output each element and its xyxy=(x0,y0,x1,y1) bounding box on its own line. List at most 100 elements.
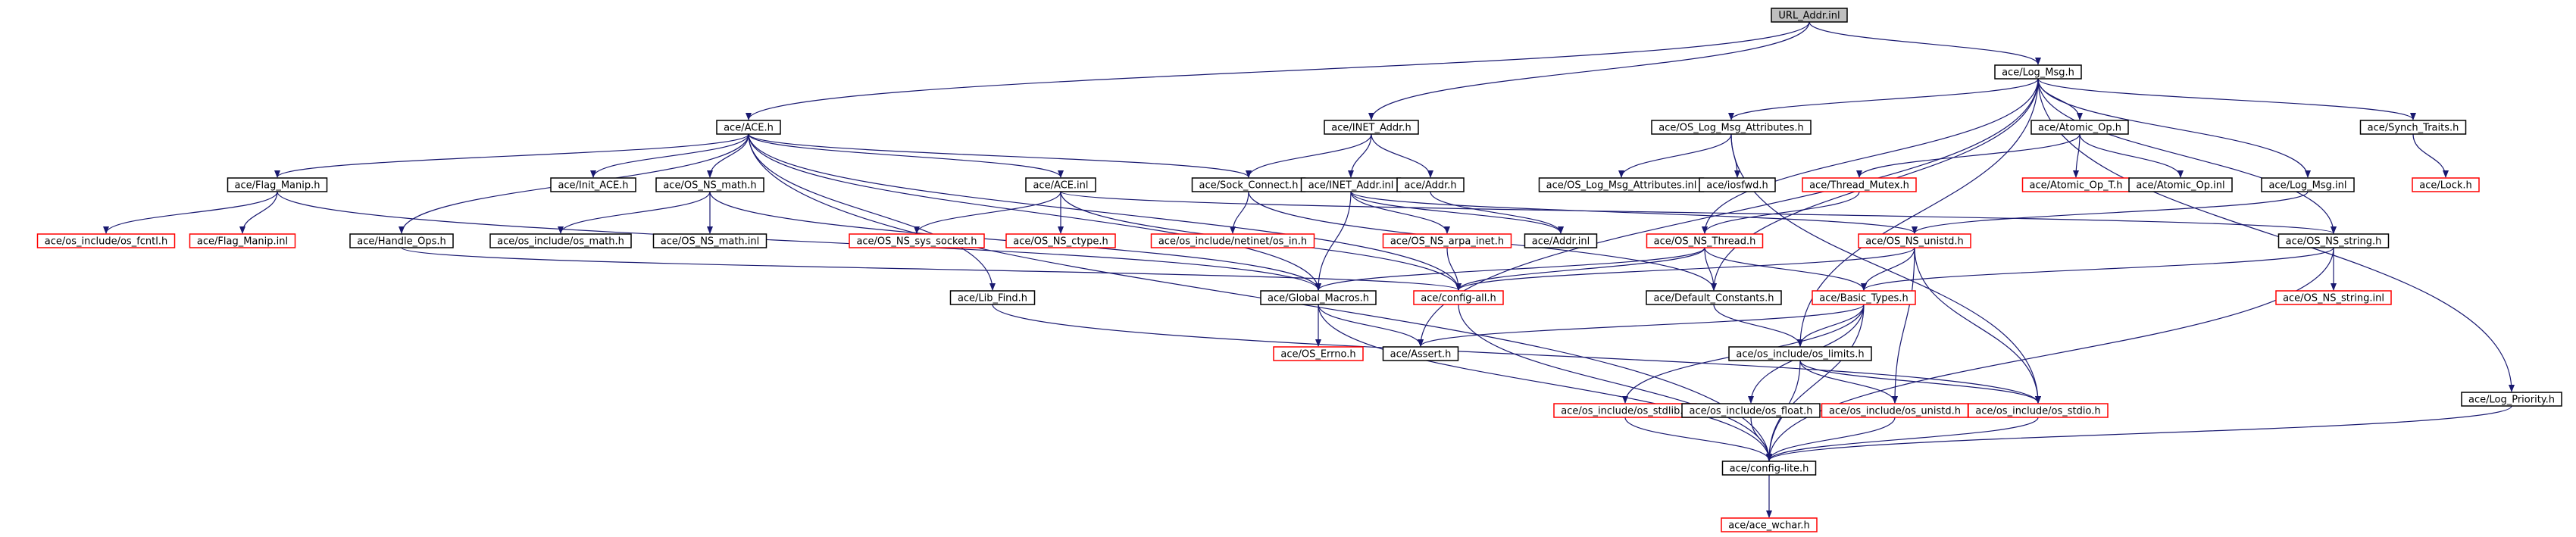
node-ace-addr-h[interactable]: ace/Addr.h xyxy=(1396,177,1465,192)
node-ace-addr-inl[interactable]: ace/Addr.inl xyxy=(1524,233,1598,248)
node-ace-log-priority-h[interactable]: ace/Log_Priority.h xyxy=(2461,392,2562,407)
dependency-arrow xyxy=(992,304,2041,404)
dependency-arrow xyxy=(1618,133,1732,178)
node-ace-iosfwd-h[interactable]: ace/iosfwd.h xyxy=(1699,177,1776,192)
node-box xyxy=(1681,403,1821,418)
node-ace-atomic-op-inl[interactable]: ace/Atomic_Op.inl xyxy=(2128,177,2233,192)
dependency-arrow xyxy=(2037,78,2337,234)
node-label: ace/Assert.h xyxy=(1390,349,1452,361)
node-label: ace/INET_Addr.h xyxy=(1331,123,1411,134)
node-ace-init-ace-h[interactable]: ace/Init_ACE.h xyxy=(550,177,636,192)
node-box xyxy=(652,233,767,248)
node-label: ace/OS_NS_math.h xyxy=(663,180,756,192)
node-ace-os-errno-h[interactable]: ace/OS_Errno.h xyxy=(1273,346,1364,361)
node-box xyxy=(1382,233,1512,248)
node-ace-os-log-msg-attributes-h[interactable]: ace/OS_Log_Msg_Attributes.h xyxy=(1651,120,1812,135)
dependency-arrow xyxy=(558,191,711,234)
node-box xyxy=(655,177,764,192)
node-ace-lib-find-h[interactable]: ace/Lib_Find.h xyxy=(949,290,1036,305)
node-box xyxy=(1802,177,1917,192)
node-box xyxy=(2277,233,2390,248)
dependency-arrow xyxy=(1368,21,1810,120)
dependency-arrow xyxy=(401,247,1462,291)
node-ace-os-log-msg-attributes-inl[interactable]: ace/OS_Log_Msg_Attributes.inl xyxy=(1538,177,1705,192)
node-ace-os-ns-thread-h[interactable]: ace/OS_NS_Thread.h xyxy=(1646,233,1764,248)
dependency-arrow xyxy=(1856,133,2080,178)
node-label: ace/os_include/netinet/os_in.h xyxy=(1158,236,1307,248)
node-ace-os-ns-string-inl[interactable]: ace/OS_NS_string.inl xyxy=(2275,290,2392,305)
dependency-arrow xyxy=(277,191,1321,291)
dependency-arrow xyxy=(1230,191,1249,234)
node-label: ace/Atomic_Op_T.h xyxy=(2030,180,2123,192)
node-ace-os-ns-math-h[interactable]: ace/OS_NS_math.h xyxy=(655,177,764,192)
node-label: ace/OS_Errno.h xyxy=(1280,349,1355,361)
node-ace-os-include-os-stdio-h[interactable]: ace/os_include/os_stdio.h xyxy=(1968,403,2109,418)
node-ace-os-ns-string-h[interactable]: ace/OS_NS_string.h xyxy=(2277,233,2390,248)
node-label: ace/Log_Priority.h xyxy=(2468,395,2555,406)
node-ace-inet-addr-inl[interactable]: ace/INET_Addr.inl xyxy=(1300,177,1402,192)
node-box xyxy=(1771,8,1848,23)
node-ace-os-include-os-float-h[interactable]: ace/os_include/os_float.h xyxy=(1681,403,1821,418)
node-ace-assert-h[interactable]: ace/Assert.h xyxy=(1382,346,1459,361)
dependency-arrow xyxy=(1350,191,1564,234)
node-label: ace/Basic_Types.h xyxy=(1819,293,1908,304)
node-ace-os-ns-arpa-inet-h[interactable]: ace/OS_NS_arpa_inet.h xyxy=(1382,233,1512,248)
node-ace-os-include-os-unistd-h[interactable]: ace/os_include/os_unistd.h xyxy=(1821,403,1969,418)
node-box xyxy=(1728,346,1872,361)
node-ace-lock-h[interactable]: ace/Lock.h xyxy=(2412,177,2480,192)
node-box xyxy=(550,177,636,192)
node-ace-atomic-op-t-h[interactable]: ace/Atomic_Op_T.h xyxy=(2021,177,2131,192)
dependency-arrow xyxy=(590,133,749,178)
node-label: ace/ace_wchar.h xyxy=(1728,520,1810,532)
node-ace-os-include-netinet-os-in-h[interactable]: ace/os_include/netinet/os_in.h xyxy=(1150,233,1315,248)
dependency-arrow xyxy=(914,191,1061,234)
node-ace-synch-traits-h[interactable]: ace/Synch_Traits.h xyxy=(2359,120,2467,135)
node-ace-log-msg-inl[interactable]: ace/Log_Msg.inl xyxy=(2261,177,2355,192)
node-box xyxy=(489,233,632,248)
node-ace-inet-addr-h[interactable]: ace/INET_Addr.h xyxy=(1324,120,1419,135)
node-ace-ace-h[interactable]: ace/ACE.h xyxy=(716,120,781,135)
node-ace-os-include-os-fcntl-h[interactable]: ace/os_include/os_fcntl.h xyxy=(36,233,176,248)
node-ace-config-all-h[interactable]: ace/config-all.h xyxy=(1413,290,1504,305)
node-ace-handle-ops-h[interactable]: ace/Handle_Ops.h xyxy=(349,233,454,248)
node-label: ace/OS_NS_sys_socket.h xyxy=(856,236,977,248)
node-box xyxy=(189,233,296,248)
node-ace-os-ns-sys-socket-h[interactable]: ace/OS_NS_sys_socket.h xyxy=(849,233,985,248)
node-ace-flag-manip-h[interactable]: ace/Flag_Manip.h xyxy=(227,177,328,192)
node-box xyxy=(716,120,781,135)
node-ace-ace-inl[interactable]: ace/ACE.inl xyxy=(1025,177,1096,192)
node-ace-global-macros-h[interactable]: ace/Global_Macros.h xyxy=(1260,290,1377,305)
node-ace-default-constants-h[interactable]: ace/Default_Constants.h xyxy=(1646,290,1782,305)
dependency-arrow xyxy=(2037,78,2083,120)
node-box xyxy=(1812,290,1916,305)
node-ace-atomic-op-h[interactable]: ace/Atomic_Op.h xyxy=(2030,120,2129,135)
dependency-arrow xyxy=(1809,21,2041,65)
node-label: ace/OS_NS_arpa_inet.h xyxy=(1390,236,1504,248)
node-ace-os-ns-ctype-h[interactable]: ace/OS_NS_ctype.h xyxy=(1005,233,1116,248)
node-label: ace/os_include/os_fcntl.h xyxy=(45,236,167,248)
dependency-arrow xyxy=(1455,247,1705,291)
node-ace-ace-wchar-h[interactable]: ace/ace_wchar.h xyxy=(1721,517,1818,532)
node-ace-os-include-os-limits-h[interactable]: ace/os_include/os_limits.h xyxy=(1728,346,1872,361)
node-ace-flag-manip-inl[interactable]: ace/Flag_Manip.inl xyxy=(189,233,296,248)
node-url-addr-inl[interactable]: URL_Addr.inl xyxy=(1771,8,1848,23)
node-label: ace/os_include/os_unistd.h xyxy=(1829,406,1961,417)
node-ace-os-include-os-stdlib-h[interactable]: ace/os_include/os_stdlib.h xyxy=(1553,403,1697,418)
dependency-arrow xyxy=(1766,405,2512,461)
node-ace-thread-mutex-h[interactable]: ace/Thread_Mutex.h xyxy=(1802,177,1917,192)
node-box xyxy=(1524,233,1598,248)
node-box xyxy=(1260,290,1377,305)
node-label: ace/ACE.h xyxy=(724,123,774,134)
dependency-arrow xyxy=(2037,78,2311,178)
dependency-arrow xyxy=(1799,360,2041,404)
node-ace-sock-connect-h[interactable]: ace/Sock_Connect.h xyxy=(1191,177,1306,192)
node-ace-log-msg-h[interactable]: ace/Log_Msg.h xyxy=(1994,64,2082,80)
node-ace-config-lite-h[interactable]: ace/config-lite.h xyxy=(1721,461,1817,476)
node-ace-os-ns-math-inl[interactable]: ace/OS_NS_math.inl xyxy=(652,233,767,248)
node-ace-basic-types-h[interactable]: ace/Basic_Types.h xyxy=(1812,290,1916,305)
node-label: ace/os_include/os_stdio.h xyxy=(1975,406,2100,417)
dependency-arrow xyxy=(1455,247,1915,291)
node-ace-os-include-os-math-h[interactable]: ace/os_include/os_math.h xyxy=(489,233,632,248)
node-ace-os-ns-unistd-h[interactable]: ace/OS_NS_unistd.h xyxy=(1858,233,1971,248)
